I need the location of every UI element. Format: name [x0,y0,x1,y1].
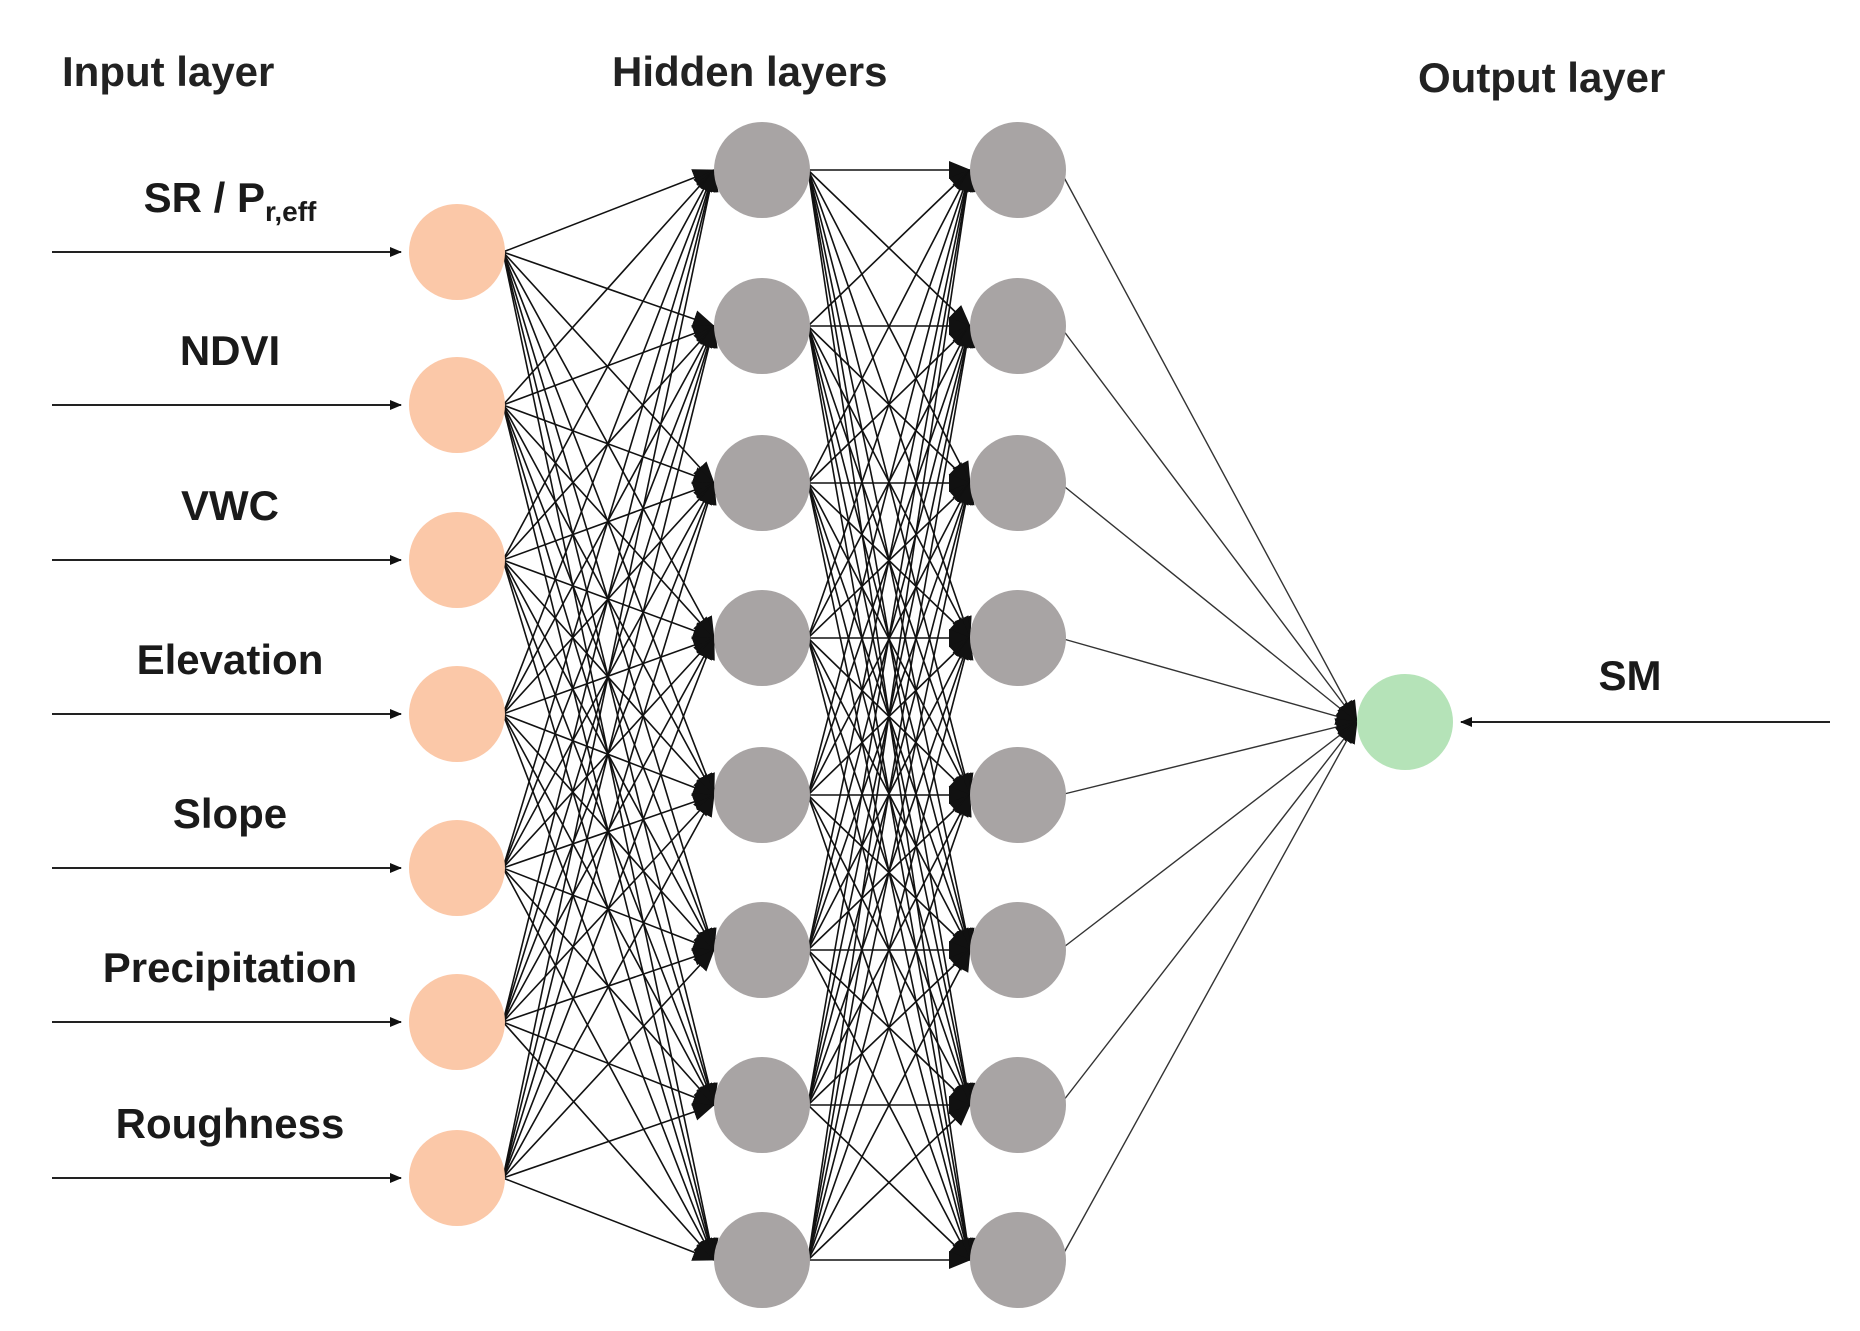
hidden1-neuron-3 [714,590,810,686]
hidden2-neuron-2 [970,435,1066,531]
hidden1-neuron-6 [714,1057,810,1153]
input-label-3: Elevation [137,636,324,683]
input-label-text-1: NDVI [180,327,280,374]
input-label-text-5: Precipitation [103,944,357,991]
edge-hidden2-7-output [1059,721,1358,1261]
hidden2-neuron-6 [970,1057,1066,1153]
edge-hidden1-3-hidden2-0 [807,169,972,639]
edge-input-2-hidden1-0 [502,169,715,561]
edge-input-6-hidden1-7 [502,1177,715,1261]
edge-hidden2-4-output [1059,718,1358,796]
input-label-text-0: SR / P [144,174,265,221]
hidden2-neuron-0 [970,122,1066,218]
edge-input-6-hidden1-5 [502,949,715,1179]
edge-hidden1-1-hidden2-0 [807,169,971,327]
input-label-2: VWC [181,482,279,529]
output-label: SM [1599,652,1662,699]
hidden1-neuron-5 [714,902,810,998]
hidden-layers-title: Hidden layers [612,48,887,95]
edge-input-6-hidden1-1 [502,325,718,1179]
output-group: SM [1460,652,1830,727]
edge-hidden1-7-hidden2-1 [807,325,976,1261]
input-neuron-6 [409,1130,505,1226]
input-label-4: Slope [173,790,287,837]
edge-input-0-hidden1-4 [502,251,715,796]
input-label-6: Roughness [116,1100,345,1147]
hidden1-neuron-4 [714,747,810,843]
edge-hidden2-0-output [1059,169,1358,723]
input-label-text-2: VWC [181,482,279,529]
edge-hidden2-5-output [1059,721,1358,951]
output-neuron [1357,674,1453,770]
input-label-5: Precipitation [103,944,357,991]
edge-hidden2-3-output [1059,637,1358,725]
output-layer-title: Output layer [1418,54,1665,101]
hidden1-neuron-2 [714,435,810,531]
edge-input-0-hidden1-0 [502,169,715,253]
edge-hidden2-2-output [1059,482,1358,723]
hidden1-neuron-0 [714,122,810,218]
edge-hidden1-4-hidden2-0 [807,169,974,796]
edge-input-3-hidden1-0 [502,169,715,715]
edge-input-4-hidden1-0 [502,169,717,869]
hidden2-neuron-5 [970,902,1066,998]
input-neuron-5 [409,974,505,1070]
edge-hidden2-1-output [1059,325,1358,723]
input-neuron-3 [409,666,505,762]
input-label-text-6: Roughness [116,1100,345,1147]
edge-hidden2-6-output [1059,721,1358,1106]
edge-hidden1-7-hidden2-2 [807,482,975,1261]
edge-input-1-hidden1-0 [502,169,715,406]
hidden1-neuron-1 [714,278,810,374]
connections [502,161,1358,1269]
input-layer-title: Input layer [62,48,274,95]
edge-input-6-hidden1-6 [502,1103,715,1179]
input-neuron-1 [409,357,505,453]
edge-hidden1-2-hidden2-0 [807,169,971,484]
edge-hidden1-7-hidden2-3 [807,637,974,1261]
input-label-text-3: Elevation [137,636,324,683]
input-arrows [52,247,402,1183]
input-neuron-2 [409,512,505,608]
input-neuron-4 [409,820,505,916]
hidden2-neuron-3 [970,590,1066,686]
edge-hidden1-7-hidden2-4 [807,794,972,1261]
hidden2-neuron-1 [970,278,1066,374]
hidden2-neuron-7 [970,1212,1066,1308]
input-label-0: SR / Pr,eff [144,174,317,227]
edge-input-5-hidden1-0 [502,169,718,1023]
edge-hidden1-5-hidden2-0 [807,169,975,951]
edge-input-6-hidden1-2 [502,482,717,1179]
edge-hidden1-7-hidden2-0 [807,169,976,1261]
edge-input-6-hidden1-3 [502,637,715,1179]
hidden2-neuron-4 [970,747,1066,843]
input-label-1: NDVI [180,327,280,374]
input-label-text-4: Slope [173,790,287,837]
nodes [409,122,1453,1308]
edge-hidden1-7-hidden2-6 [807,1104,971,1261]
edge-input-6-hidden1-0 [502,169,719,1179]
edge-input-1-hidden1-4 [502,404,715,796]
edge-hidden1-7-hidden2-5 [807,949,971,1261]
edge-input-0-hidden1-1 [502,251,715,328]
edge-input-6-hidden1-4 [502,794,715,1179]
edge-input-0-hidden1-3 [502,251,715,639]
hidden1-neuron-7 [714,1212,810,1308]
input-neuron-0 [409,204,505,300]
input-label-subscript-0: r,eff [265,196,317,227]
edge-hidden1-6-hidden2-0 [807,169,976,1106]
